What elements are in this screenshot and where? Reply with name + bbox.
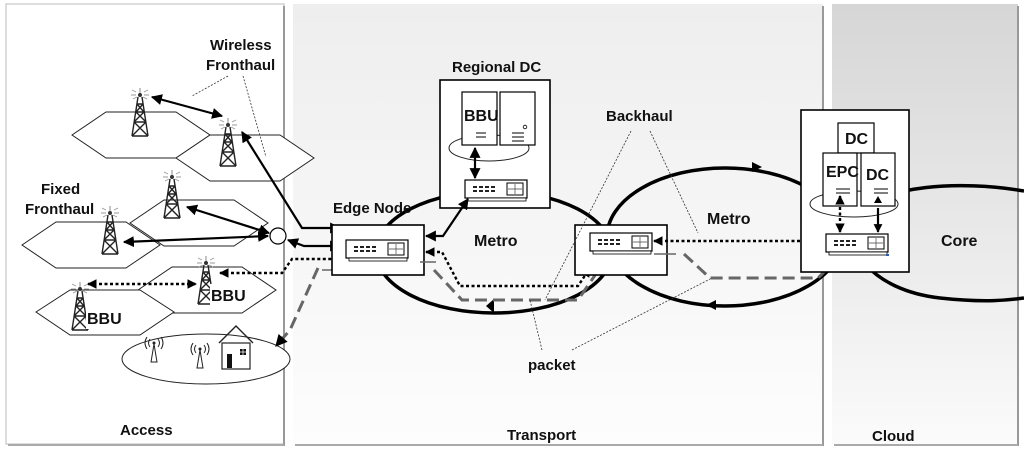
metro-left-ring-arrow — [486, 299, 494, 313]
wireless-fronthaul-label: Fronthaul — [206, 57, 275, 74]
fixed-fronthaul-label: Fronthaul — [25, 201, 94, 218]
metro-right-ring-arrow-bottom — [706, 300, 716, 310]
transport-domain — [293, 4, 824, 446]
aggregation-to-edge-link — [286, 238, 342, 252]
cloud-epc-label: EPC — [826, 164, 859, 181]
edge-to-regional-link — [424, 198, 469, 242]
edge-node — [331, 224, 425, 276]
backhaul-label: Backhaul — [606, 108, 673, 125]
cloud-dc-top-label: DC — [845, 131, 869, 148]
cell-bbu-tag-1: BBU — [210, 284, 246, 306]
small-cell-dashed-link — [274, 267, 320, 347]
metro-right-label: Metro — [707, 211, 751, 228]
cell-bbu-tag-2: BBU — [86, 307, 122, 329]
regional-dc-label: Regional DC — [452, 59, 541, 76]
cloud-dc-right-label: DC — [866, 167, 890, 184]
metro-left-label: Metro — [474, 233, 518, 250]
annotation-leaders — [191, 75, 713, 351]
tower-to-edge-link — [241, 131, 342, 234]
metro-right-ring-arrow-top — [752, 162, 762, 172]
home-icon — [218, 325, 254, 370]
core-label: Core — [941, 233, 978, 250]
edge-switch-icon — [345, 239, 409, 262]
edge-node-label: Edge Node — [333, 200, 411, 217]
access-domain-label: Access — [120, 422, 173, 439]
small-cell-cluster — [121, 325, 291, 385]
packet-label: packet — [528, 357, 576, 374]
regional-switch-icon — [464, 179, 528, 202]
cell-bbu-label: BBU — [87, 311, 122, 328]
wireless-fronthaul-link — [150, 94, 224, 119]
cloud-domain-label: Cloud — [872, 428, 915, 445]
transport-domain-label: Transport — [507, 427, 576, 444]
cloud-switch-icon — [825, 233, 889, 256]
wireless-fronthaul-label: Wireless — [210, 37, 272, 54]
metro-hub-node — [574, 224, 668, 276]
cloud-dc: DC EPC DC — [800, 109, 910, 273]
edge-dashed-packet — [432, 267, 602, 302]
fixed-fronthaul-label: Fixed — [41, 181, 80, 198]
fronthaul-aggregation-node — [269, 227, 287, 245]
metro-hub-switch-icon — [589, 232, 653, 255]
regional-dc: BBU — [439, 79, 551, 209]
fixed-fronthaul-link — [122, 230, 270, 248]
regional-bbu-label: BBU — [464, 108, 499, 125]
cell-bbu-label: BBU — [211, 288, 246, 305]
